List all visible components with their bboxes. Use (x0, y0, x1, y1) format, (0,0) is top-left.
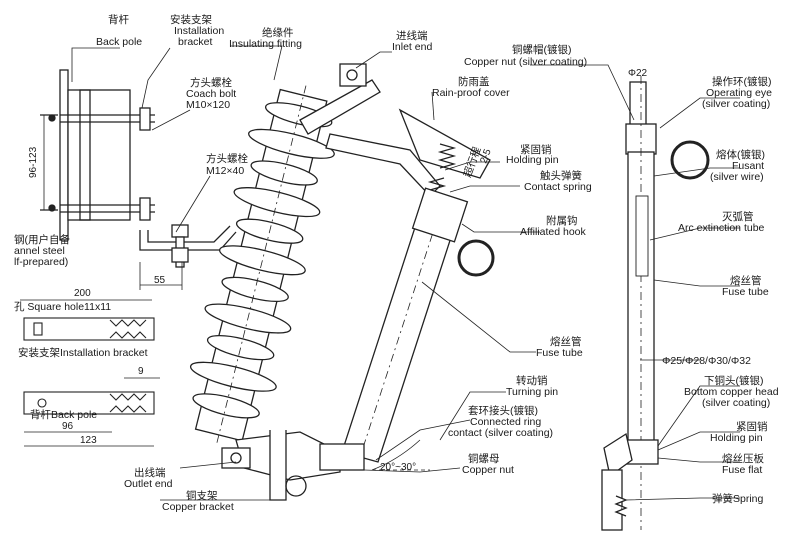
turning-pin-en: Turning pin (506, 386, 558, 398)
installation-bracket-arm (139, 224, 237, 268)
installation-bracket-en2: bracket (178, 36, 213, 48)
installation-bracket-zh: 安装支架 (170, 13, 212, 26)
outlet-assembly (221, 430, 365, 501)
installation-bracket-plate (23, 317, 155, 341)
coach-bolt-en: Coach bolt (186, 88, 236, 100)
angle-label: 20°~30° (380, 462, 416, 473)
back-pole-en: Back pole (96, 36, 142, 48)
insulating-zh: 绝缘件 (262, 26, 294, 39)
phi-sizes: Φ25/Φ28/Φ30/Φ32 (662, 355, 751, 367)
bottom-head-en2: (silver coating) (702, 397, 770, 409)
copper-nut-top-en: Copper nut (silver coating) (464, 56, 587, 68)
coach-bolt-size: M10×120 (186, 99, 230, 111)
insulator (189, 85, 335, 445)
copper-bracket-en: Copper bracket (162, 501, 234, 513)
channel-steel-en1: annel steel (14, 245, 65, 257)
arc-tube-en: Arc extinction tube (678, 222, 765, 234)
installation-bracket-label: 安装支架Installation bracket (18, 346, 148, 359)
connected-ring-zh: 套环接头(镀银) (468, 404, 538, 417)
affiliated-hook-en: Affiliated hook (520, 226, 587, 238)
dim-200: 200 (74, 288, 91, 299)
arc-tube-zh: 灭弧管 (722, 210, 754, 223)
insulating-en: Insulating fitting (229, 38, 302, 50)
fusant-en1: Fusant (732, 160, 764, 172)
fusant-en2: (silver wire) (710, 171, 764, 183)
inlet-bracket (299, 63, 491, 197)
copper-nut-en: Copper nut (462, 464, 514, 476)
stroke-value: 2-5 (478, 147, 493, 165)
holding-pin-zh: 紧固销 (520, 143, 552, 156)
channel-steel-en2: lf-prepared) (14, 256, 68, 268)
back-pole-label: 背杆Back pole (30, 408, 97, 421)
outlet-zh: 出线端 (134, 466, 166, 479)
back-pole-assembly (40, 69, 155, 241)
operating-eye-en1: Operating eye (706, 87, 772, 99)
contact-spring (427, 143, 457, 191)
inlet-en: Inlet end (392, 41, 432, 53)
phi22-label: Φ22 (628, 68, 648, 79)
holding-pin2-zh: 紧固销 (736, 420, 768, 433)
contact-spring-en: Contact spring (524, 181, 592, 193)
coach-bolt-zh: 方头螺栓 (190, 76, 232, 89)
coach-bolt2-size: M12×40 (206, 165, 244, 177)
rain-cover-zh: 防雨盖 (458, 75, 490, 88)
inlet-zh: 进线端 (396, 29, 428, 42)
connected-ring-en1: Connected ring (470, 416, 541, 428)
fuse-tube-zh: 熔丝管 (550, 335, 582, 348)
copper-nut-top-zh: 铜螺帽(镀银) (512, 43, 572, 56)
spring-label: 弹簧Spring (712, 492, 764, 505)
fuse-tube2-en: Fuse tube (722, 286, 769, 298)
fusant-zh: 熔体(镀银) (716, 148, 765, 161)
dim-96-123: 96-123 (28, 146, 39, 178)
copper-nut-zh: 铜螺母 (468, 453, 500, 465)
connected-ring-en2: contact (silver coating) (448, 427, 553, 439)
fuse-flat-en: Fuse flat (722, 464, 762, 476)
dim-9: 9 (138, 366, 144, 377)
dim-55: 55 (154, 275, 166, 286)
channel-steel-zh: 钢(用户自备 (14, 233, 70, 246)
dim-96: 96 (62, 421, 74, 432)
bottom-head-en1: Bottom copper head (684, 386, 779, 398)
bottom-head-zh: 下铜头(镀银) (704, 374, 764, 387)
operating-eye-zh: 操作环(镀银) (712, 75, 772, 88)
back-pole-plate (23, 391, 155, 415)
fuse-tube (341, 187, 495, 463)
affiliated-hook-zh: 附属钩 (546, 214, 578, 227)
holding-pin2-en: Holding pin (710, 432, 763, 444)
contact-spring-zh: 触头弹簧 (540, 169, 582, 182)
installation-bracket-en1: Installation (174, 25, 224, 37)
fuse-tube-en: Fuse tube (536, 347, 583, 359)
coach-bolt2-zh: 方头螺栓 (206, 152, 248, 165)
fuse-tube2-zh: 熔丝管 (730, 274, 762, 287)
copper-bracket-zh: 铜支架 (186, 490, 218, 502)
back-pole-zh: 背杆 (108, 13, 129, 26)
dim-123: 123 (80, 435, 97, 446)
rain-cover-en: Rain-proof cover (432, 87, 510, 99)
fuse-tube-detail (601, 76, 710, 531)
holding-pin-en: Holding pin (506, 154, 559, 166)
square-hole-label: 孔 Square hole11x11 (14, 300, 111, 313)
turning-pin-zh: 转动销 (516, 374, 548, 387)
fuse-flat-zh: 熔丝压板 (722, 452, 764, 465)
outlet-en: Outlet end (124, 478, 173, 490)
operating-eye-en2: (silver coating) (702, 98, 770, 110)
